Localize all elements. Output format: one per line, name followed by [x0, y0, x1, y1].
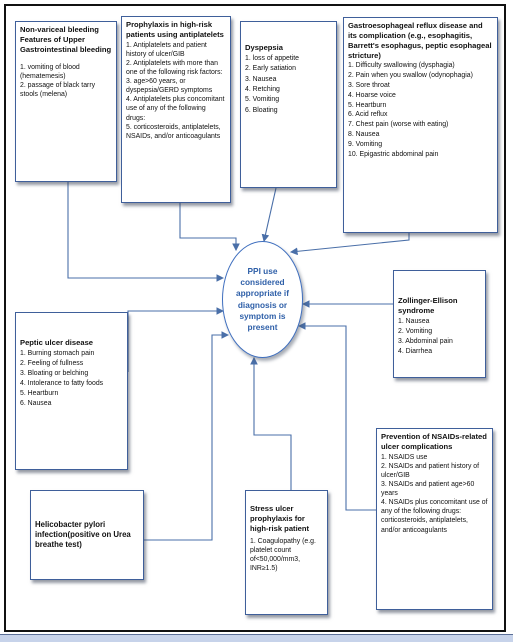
box-title: Gastroesophageal reflux disease and its …: [348, 21, 492, 60]
list-item: 2. Vomiting: [398, 327, 433, 335]
list-item: 7. Chest pain (worse with eating): [348, 121, 449, 129]
list-item: 1. Antiplatelets and patient history of …: [126, 41, 207, 58]
list-item: 1. NSAIDS use: [381, 453, 428, 461]
box-title: Dyspepsia: [245, 43, 283, 52]
box-nsaids-prevention: Prevention of NSAIDs-related ulcer compl…: [376, 428, 493, 610]
list-item: 1. Coagulopathy (e.g. platelet count of<…: [250, 537, 316, 572]
box-title: Zollinger-Ellison syndrome: [398, 296, 458, 315]
list-item: 6. Acid reflux: [348, 111, 388, 119]
box-lines: 1. Antiplatelets and patient history of …: [126, 41, 226, 141]
connector-nsaids: [297, 322, 376, 511]
box-title: Helicobacter pylori infection(positive o…: [35, 519, 131, 550]
box-lines: 1. Nausea 2. Vomiting 3. Abdominal pain …: [398, 317, 481, 357]
list-item: 8. Nausea: [348, 131, 380, 139]
list-item: 3. NSAIDs and patient age>60 years: [381, 481, 475, 498]
connector-variceal: [67, 182, 225, 282]
list-item: 2. passage of black tarry stools (melena…: [20, 81, 96, 98]
box-lines: 1. NSAIDS use 2. NSAIDs and patient hist…: [381, 453, 488, 535]
list-item: 2. NSAIDs and patient history of ulcer/G…: [381, 462, 480, 479]
bottom-strip: [0, 634, 513, 642]
box-helicobacter-pylori: Helicobacter pylori infection(positive o…: [30, 490, 144, 580]
list-item: 2. Pain when you swallow (odynophagia): [348, 72, 473, 80]
list-item: 4. Diarrhea: [398, 347, 433, 355]
list-item: 2. Early satiation: [245, 65, 296, 73]
box-prophylaxis-antiplatelets: Prophylaxis in high-risk patients using …: [121, 16, 231, 203]
connector-hpylori: [144, 331, 230, 541]
list-item: 3. Sore throat: [348, 82, 390, 90]
list-item: 5. Heartburn: [20, 389, 59, 397]
list-item: 1. vomiting of blood (hematemesis): [20, 63, 80, 80]
list-item: 4. Retching: [245, 85, 280, 93]
box-dyspepsia: Dyspepsia 1. loss of appetite 2. Early s…: [240, 21, 337, 188]
box-lines: 1. Coagulopathy (e.g. platelet count of<…: [250, 537, 323, 573]
list-item: 3. Abdominal pain: [398, 337, 453, 345]
box-title: Peptic ulcer disease: [20, 338, 94, 347]
list-item: 2. Feeling of fullness: [20, 359, 84, 367]
list-item: 1. Nausea: [398, 317, 430, 325]
connector-peptic: [127, 307, 225, 372]
list-item: 4. Intolerance to fatty foods: [20, 379, 104, 387]
box-gerd: Gastroesophageal reflux disease and its …: [343, 17, 498, 233]
list-item: 5. Heartburn: [348, 101, 387, 109]
list-item: 1. loss of appetite: [245, 54, 300, 62]
connector-prophylaxis: [179, 202, 240, 252]
list-item: 1. Burning stomach pain: [20, 349, 95, 357]
box-nonvariceal-bleeding: Non-variceal bleeding Features of Upper …: [15, 21, 117, 182]
connector-dyspepsia: [261, 187, 277, 243]
list-item: 1. Difficulty swallowing (dysphagia): [348, 62, 455, 70]
box-zollinger-ellison: Zollinger-Ellison syndrome 1. Nausea 2. …: [393, 270, 486, 378]
box-lines: 1. Burning stomach pain 2. Feeling of fu…: [20, 349, 123, 409]
connector-stress: [250, 356, 292, 490]
box-lines: 1. vomiting of blood (hematemesis) 2. pa…: [20, 63, 112, 99]
list-item: 6. Nausea: [20, 399, 52, 407]
list-item: 6. Bloating: [245, 106, 278, 114]
list-item: 5. corticosteroids, antiplatelets, NSAID…: [126, 123, 221, 140]
box-lines: 1. Difficulty swallowing (dysphagia) 2. …: [348, 61, 493, 159]
list-item: 3. Nausea: [245, 75, 277, 83]
connector-gerd: [289, 232, 410, 256]
box-title: Non-variceal bleeding Features of Upper …: [20, 25, 112, 54]
box-lines: 1. loss of appetite 2. Early satiation 3…: [245, 54, 332, 116]
box-peptic-ulcer: Peptic ulcer disease 1. Burning stomach …: [15, 312, 128, 470]
list-item: 10. Epigastric abdominal pain: [348, 150, 439, 158]
box-title: Prophylaxis in high-risk patients using …: [126, 20, 224, 39]
list-item: 5. Vomiting: [245, 96, 280, 104]
list-item: 4. Hoarse voice: [348, 91, 396, 99]
list-item: 3. Bloating or belching: [20, 369, 89, 377]
box-title: Stress ulcer prophylaxis for high-risk p…: [250, 504, 310, 533]
list-item: 2. Antiplatelets with more than one of t…: [126, 59, 223, 77]
box-title: Prevention of NSAIDs-related ulcer compl…: [381, 432, 487, 451]
ppi-center-node: PPI use considered appropriate if diagno…: [222, 241, 303, 358]
list-item: 9. Vomiting: [348, 140, 383, 148]
list-item: 4. Antiplatelets plus concomitant use of…: [126, 96, 225, 122]
list-item: 3. age>60 years, or dyspepsia/GERD sympt…: [126, 78, 213, 95]
list-item: 4. NSAIDs plus concomitant use of any of…: [381, 499, 488, 534]
box-stress-ulcer: Stress ulcer prophylaxis for high-risk p…: [245, 490, 328, 615]
center-text: PPI use considered appropriate if diagno…: [235, 265, 289, 332]
